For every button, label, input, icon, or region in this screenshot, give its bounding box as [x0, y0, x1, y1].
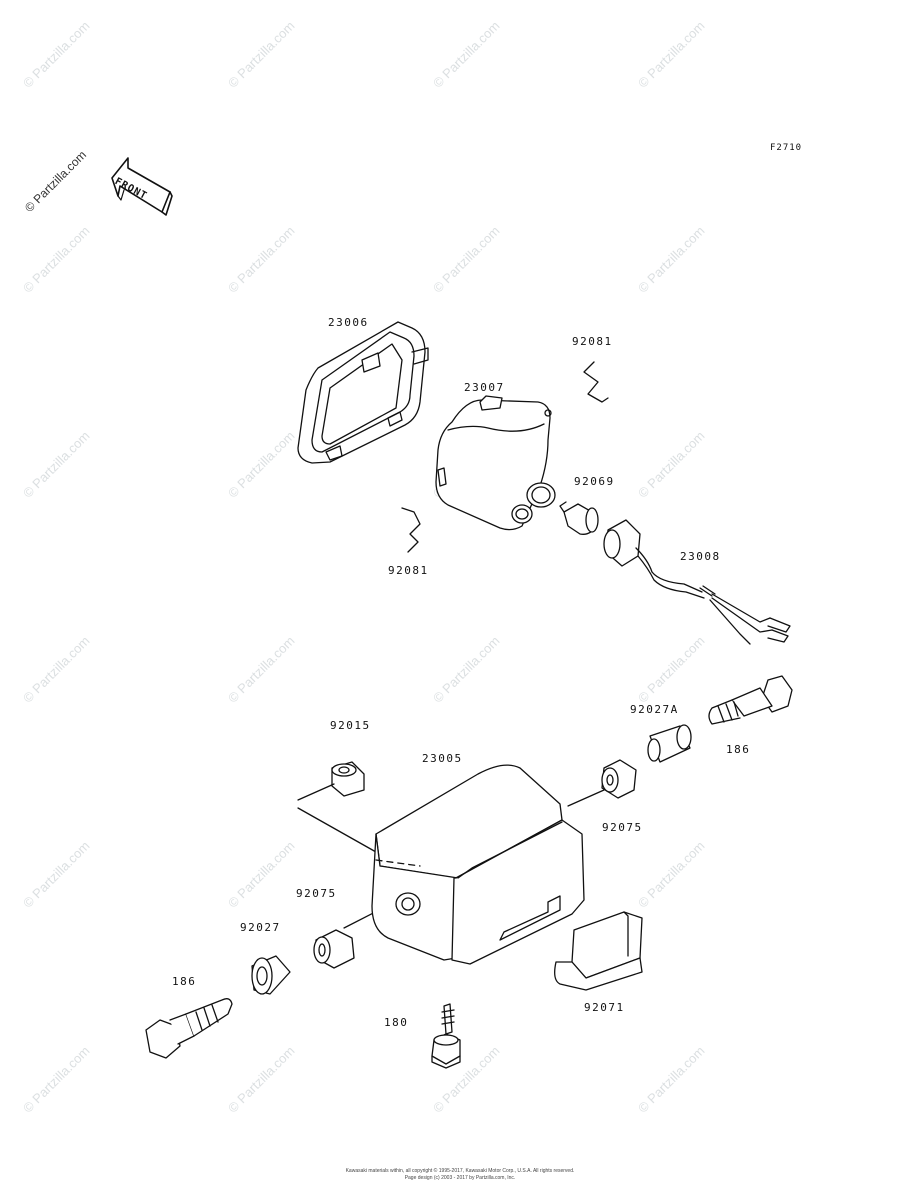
part-label-92015: 92015	[330, 719, 371, 732]
part-label-92027A: 92027A	[630, 703, 679, 716]
bolt-180	[431, 1003, 461, 1069]
clip-92081-lower	[401, 507, 421, 553]
part-label-92075-lower: 92075	[296, 887, 337, 900]
part-label-23005: 23005	[422, 752, 463, 765]
clip-92081-top	[583, 361, 609, 403]
headlight-rim-23006	[297, 321, 429, 464]
headlight-housing-23007	[435, 395, 556, 531]
leader-line	[297, 783, 335, 801]
copyright-line-1: Kawasaki materials within, all copyright…	[345, 1168, 575, 1174]
copyright-line-2: Page design (c) 2003 - 2017 by Partzilla…	[404, 1175, 516, 1181]
part-label-23006: 23006	[328, 316, 369, 329]
part-label-186-lower: 186	[172, 975, 197, 988]
part-label-23008: 23008	[680, 550, 721, 563]
leader-line	[567, 789, 605, 807]
socket-wire-23008	[603, 519, 791, 645]
collar-92027A	[647, 724, 692, 763]
part-label-23007: 23007	[464, 381, 505, 394]
front-arrow-icon	[111, 157, 173, 216]
grommet-92075-lower	[313, 929, 355, 969]
figure-code: F2710	[770, 143, 803, 153]
collar-92027	[251, 955, 291, 995]
grommet-92075-upper	[601, 759, 637, 799]
part-label-92069: 92069	[574, 475, 615, 488]
case-23005	[371, 764, 585, 965]
part-label-186-upper: 186	[726, 743, 751, 756]
bulb-92069	[559, 501, 599, 535]
leader-line	[297, 807, 377, 853]
part-label-92071: 92071	[584, 1001, 625, 1014]
bolt-186-upper	[708, 675, 793, 725]
pad-92071	[554, 911, 643, 991]
part-label-180: 180	[384, 1016, 409, 1029]
bolt-186-lower	[145, 998, 233, 1059]
grommet-92015	[331, 761, 365, 797]
part-label-92075-upper: 92075	[602, 821, 643, 834]
part-label-92027: 92027	[240, 921, 281, 934]
part-label-92081-lower: 92081	[388, 564, 429, 577]
part-label-92081-top: 92081	[572, 335, 613, 348]
